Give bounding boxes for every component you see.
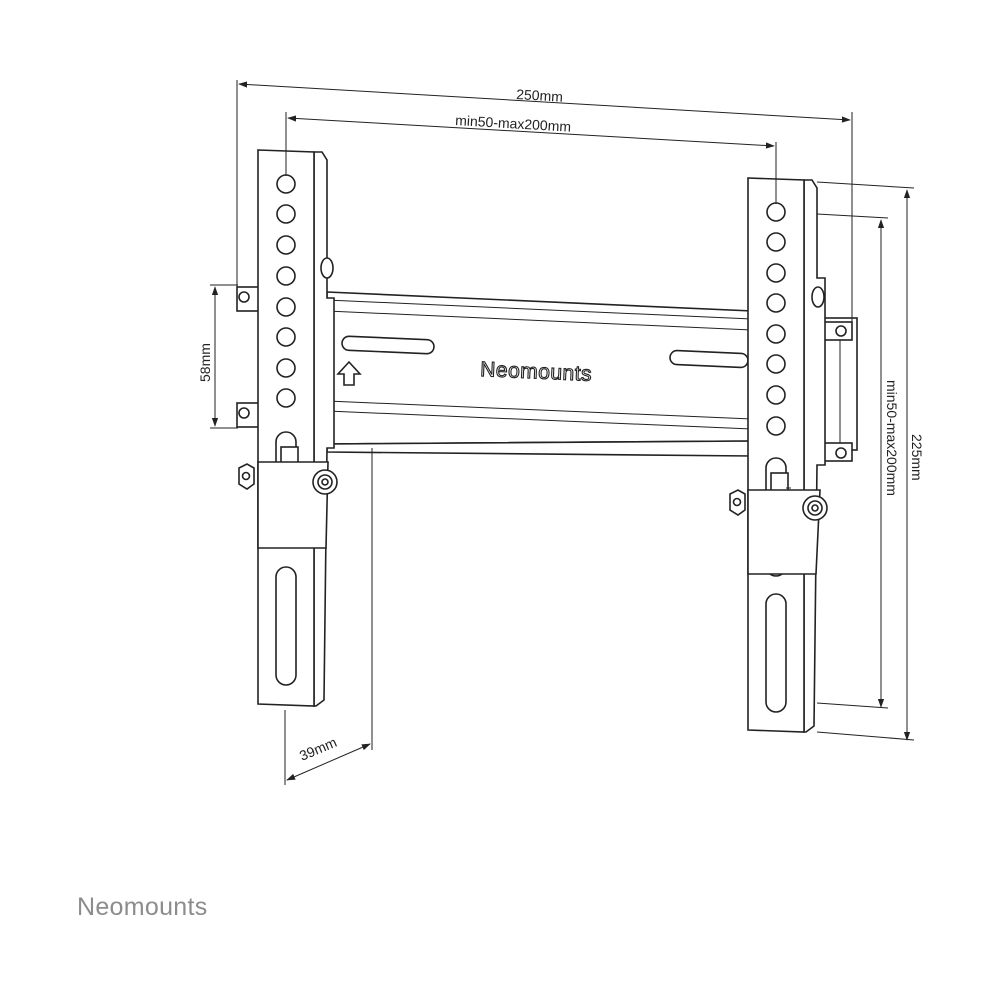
- wall-plate-left-tabs: [236, 286, 260, 428]
- dim-total-width-label: 250mm: [516, 86, 564, 105]
- up-arrow-icon: [336, 360, 362, 386]
- dimension-rail-spacing: 58mm: [197, 284, 238, 429]
- bar-slot-left: [341, 335, 435, 355]
- dim-depth-label: 39mm: [297, 734, 339, 764]
- dimension-bracket-height: 225mm: [816, 181, 925, 741]
- bar-brand-text: Neomounts: [480, 358, 593, 386]
- right-lock-knob: [729, 489, 746, 516]
- dim-bracket-height-label: 225mm: [909, 434, 925, 481]
- bar-slot-right: [669, 349, 749, 369]
- right-tilt-knob: [802, 495, 828, 521]
- dimension-vesa-horizontal: min50-max200mm: [285, 112, 777, 204]
- footer-brand-logo: Neomounts: [77, 893, 208, 921]
- dimension-total-width: 250mm: [236, 80, 853, 322]
- dim-vesa-vertical-label: min50-max200mm: [884, 380, 900, 496]
- left-lock-knob: [238, 463, 255, 490]
- left-arm: [238, 149, 338, 707]
- right-arm: [729, 177, 828, 733]
- wall-plate: Neomounts: [326, 291, 753, 457]
- left-tilt-knob: [312, 469, 338, 495]
- dim-rail-spacing-label: 58mm: [197, 343, 213, 382]
- dim-vesa-horizontal-label: min50-max200mm: [455, 112, 572, 135]
- dimension-vesa-vertical: min50-max200mm: [816, 213, 900, 709]
